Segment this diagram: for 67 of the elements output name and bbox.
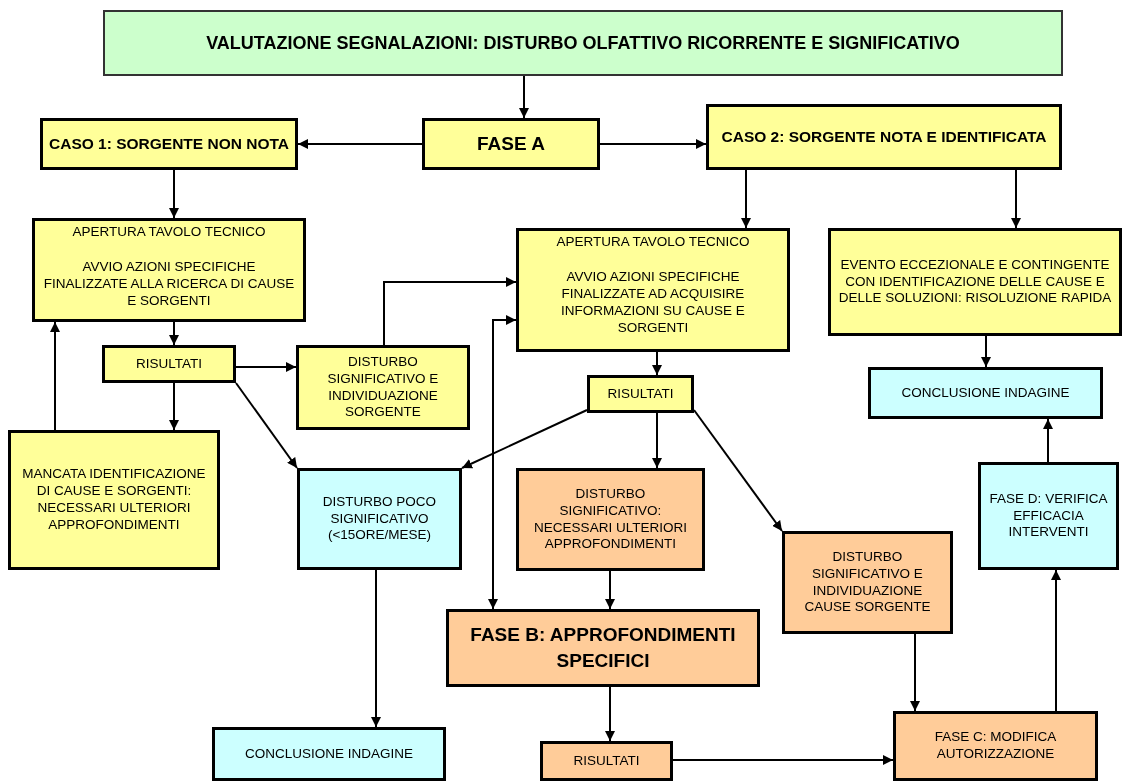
arrow (1043, 418, 1053, 463)
arrow (488, 315, 517, 610)
process-box (8, 430, 220, 570)
box-text: FASE D: VERIFICA EFFICACIA INTERVENTI (988, 490, 1109, 542)
box-text: DISTURBO SIGNIFICATIVO: NECESSARI ULTERIORI APPROFONDIMENTI (533, 485, 688, 554)
box-text: RISULTATI (607, 385, 674, 403)
arrow (652, 351, 662, 376)
process-box (868, 367, 1103, 419)
process-box (587, 375, 694, 413)
process-box (782, 531, 953, 634)
box-text: CASO 2: SORGENTE NOTA E IDENTIFICATA (721, 127, 1047, 147)
process-box (297, 468, 462, 570)
arrow (599, 139, 707, 149)
arrow (910, 633, 920, 712)
process-box (102, 345, 236, 383)
arrow (1011, 169, 1021, 229)
arrow (693, 409, 783, 532)
arrow (169, 169, 179, 219)
arrow (981, 335, 991, 368)
arrow (672, 755, 894, 765)
box-text: RISULTATI (136, 355, 202, 373)
box-text: AVVIO AZIONI SPECIFICHE FINALIZZATE AD ACQUISIRE INFORMAZIONI SU CAUSE E SORGENTI (560, 268, 746, 337)
arrow (371, 569, 381, 728)
box-text: RISULTATI (573, 752, 640, 770)
box-text: CASO 1: SORGENTE NON NOTA (49, 134, 289, 154)
box-text: DISTURBO POCO SIGNIFICATIVO (<15ORE/MESE) (321, 493, 438, 545)
arrow (652, 412, 662, 469)
box-text: DISTURBO SIGNIFICATIVO E INDIVIDUAZIONE CAUSE SORGENTE (803, 548, 932, 617)
arrow (50, 321, 60, 431)
box-text: FASE B: APPROFONDIMENTI SPECIFICI (469, 623, 737, 673)
process-box (978, 462, 1119, 570)
process-box (828, 228, 1122, 336)
box-text: CONCLUSIONE INDAGINE (901, 384, 1070, 402)
process-box (296, 345, 470, 430)
process-box (40, 118, 298, 170)
process-box (422, 118, 600, 170)
process-box (103, 10, 1063, 76)
box-text: MANCATA IDENTIFICAZIONE DI CAUSE E SORGENTI: NECESSARI ULTERIORI APPROFONDIMENTI (21, 466, 207, 534)
process-box (212, 727, 446, 781)
arrow (519, 75, 529, 119)
arrow (605, 570, 615, 610)
box-text: EVENTO ECCEZIONALE E CONTINGENTE CON IDENTIFICAZIONE DELLE CAUSE E DELLE SOLUZIONI: RISOLUZIONE RAPIDA (837, 256, 1113, 308)
box-text: APERTURA TAVOLO TECNICO (72, 224, 266, 241)
box-text: CONCLUSIONE INDAGINE (245, 745, 413, 763)
arrow (383, 277, 517, 346)
process-box (32, 218, 306, 322)
process-box (516, 228, 790, 352)
process-box (540, 741, 673, 781)
box-text: VALUTAZIONE SEGNALAZIONI: DISTURBO OLFATTIVO RICORRENTE E SIGNIFICATIVO (206, 31, 960, 55)
process-box (706, 104, 1062, 170)
arrow (605, 686, 615, 742)
arrow (1051, 569, 1061, 712)
arrow (169, 321, 179, 346)
box-text: APERTURA TAVOLO TECNICO (556, 234, 750, 251)
box-text: FASE A (477, 132, 545, 157)
arrow (461, 409, 588, 469)
process-box (893, 711, 1098, 781)
box-text: FASE C: MODIFICA AUTORIZZAZIONE (933, 729, 1058, 763)
box-text: AVVIO AZIONI SPECIFICHE FINALIZZATE ALLA RICERCA DI CAUSE E SORGENTI (42, 258, 296, 310)
arrow (297, 139, 423, 149)
arrow (235, 362, 297, 372)
process-box (446, 609, 760, 687)
arrow (741, 169, 751, 229)
box-text: DISTURBO SIGNIFICATIVO E INDIVIDUAZIONE SORGENTE (326, 353, 440, 422)
arrow (169, 382, 179, 431)
process-box (516, 468, 705, 571)
arrow (235, 382, 298, 469)
